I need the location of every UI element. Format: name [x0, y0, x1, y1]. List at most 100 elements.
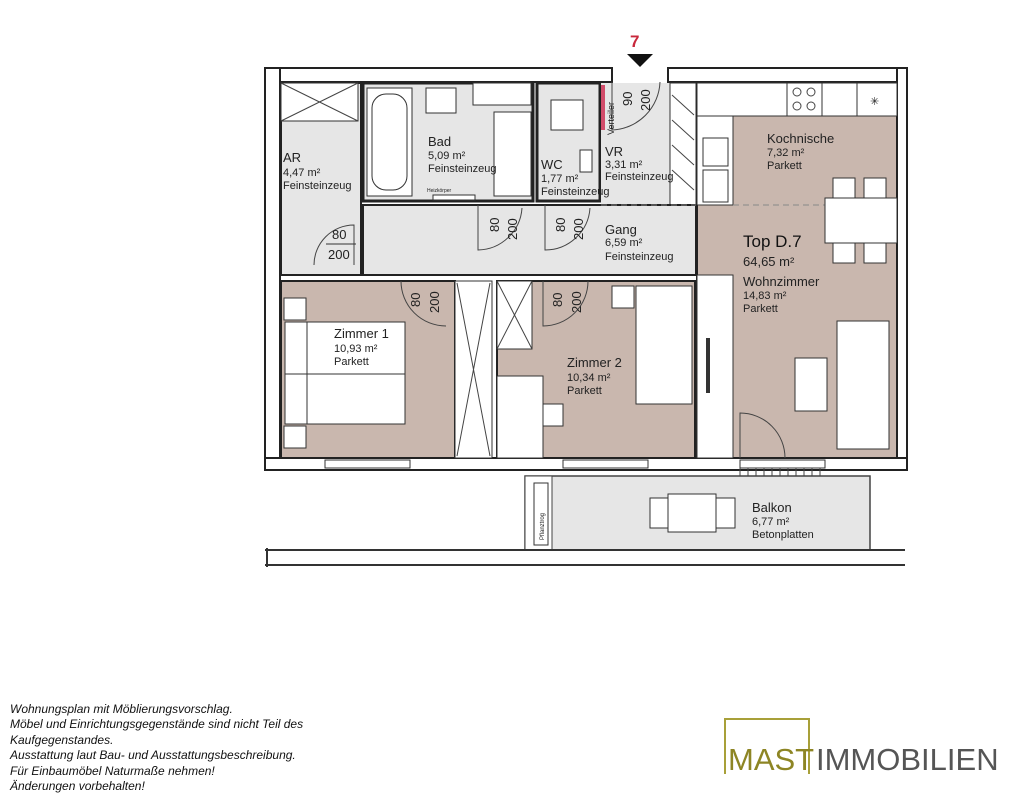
balcony-table: [667, 493, 717, 533]
svg-text:Wohnzimmer: Wohnzimmer: [743, 274, 820, 289]
door-entry: [611, 81, 661, 131]
distribution-box: [601, 85, 605, 130]
note-line: Wohnungsplan mit Möblierungsvorschlag.: [10, 702, 233, 716]
door-ar-height: 200: [328, 247, 350, 262]
heater-label: Heizkörper: [427, 188, 452, 194]
washer: [493, 111, 532, 197]
svg-text:Feinsteinzeug: Feinsteinzeug: [541, 186, 610, 198]
disclaimer-notes: Wohnungsplan mit Möblierungsvorschlag. M…: [10, 702, 303, 794]
svg-text:Parkett: Parkett: [767, 160, 802, 172]
dishwasher: [702, 169, 729, 203]
entrance-number: 7: [630, 32, 639, 51]
label-wohnzimmer: Wohnzimmer 14,83 m² Parkett: [743, 274, 820, 315]
svg-text:4,47 m²: 4,47 m²: [283, 167, 321, 179]
svg-text:Gang: Gang: [605, 222, 637, 237]
svg-text:Feinsteinzeug: Feinsteinzeug: [605, 171, 674, 183]
svg-text:Kochnische: Kochnische: [767, 131, 834, 146]
balcony-chair: [714, 497, 736, 529]
wardrobe-living: [696, 274, 734, 459]
svg-text:Zimmer 1: Zimmer 1: [334, 326, 389, 341]
wardrobe-zimmer1: [454, 280, 493, 459]
toilet: [550, 99, 584, 131]
label-balkon: Balkon 6,77 m² Betonplatten: [752, 500, 814, 541]
fridge-icon: ✳: [870, 96, 879, 108]
note-line: Für Einbaumöbel Naturmaße nehmen!: [10, 763, 215, 778]
svg-text:Zimmer 2: Zimmer 2: [567, 355, 622, 370]
nightstand: [283, 297, 307, 321]
wall-top-left: [264, 67, 613, 83]
door-wc-width: 80: [553, 218, 568, 232]
heater: [432, 194, 476, 201]
door-zimmer2: [542, 280, 589, 327]
planter-label: Pflanztrog: [540, 513, 546, 540]
label-ar: AR 4,47 m² Feinsteinzeug: [283, 150, 352, 192]
label-zimmer2: Zimmer 2 10,34 m² Parkett: [567, 355, 622, 397]
door-entry-width: 90: [620, 92, 635, 106]
svg-text:WC: WC: [541, 157, 563, 172]
svg-text:7,32 m²: 7,32 m²: [767, 147, 805, 159]
room-gang: [362, 204, 697, 276]
door-ar-width: 80: [332, 227, 346, 242]
svg-text:Bad: Bad: [428, 134, 451, 149]
svg-text:Feinsteinzeug: Feinsteinzeug: [283, 180, 352, 192]
logo-immobilien: IMMOBILIEN: [816, 742, 999, 777]
svg-text:6,77 m²: 6,77 m²: [752, 516, 790, 528]
chair: [863, 177, 887, 199]
label-wc: WC 1,77 m² Feinsteinzeug: [541, 157, 610, 198]
wardrobe-vr: [669, 82, 697, 206]
door-zimmer2-height: 200: [569, 291, 584, 313]
door-zimmer2-width: 80: [550, 293, 565, 307]
wall-top-right: [667, 67, 906, 83]
desk: [496, 375, 544, 459]
window-zimmer2: [562, 459, 649, 469]
label-zimmer1: Zimmer 1 10,93 m² Parkett: [334, 326, 389, 368]
dining-table: [824, 197, 898, 244]
coffee-table: [794, 357, 828, 412]
logo-mast: MAST: [728, 742, 815, 777]
apartment-name: Top D.7: [743, 232, 802, 251]
door-entry-height: 200: [638, 89, 653, 111]
door-bad: [477, 205, 523, 251]
distribution-box-label: Verteiler: [606, 102, 616, 135]
balcony-door: [739, 459, 826, 469]
balcony-chair: [649, 497, 671, 529]
door-bad-width: 80: [487, 218, 502, 232]
svg-text:Parkett: Parkett: [567, 385, 602, 397]
door-ar: [313, 224, 355, 266]
svg-text:AR: AR: [283, 150, 301, 165]
svg-text:Balkon: Balkon: [752, 500, 792, 515]
note-line: Möbel und Einrichtungsgegenstände sind n…: [10, 717, 304, 732]
nightstand: [283, 425, 307, 449]
wall-right: [896, 67, 908, 469]
note-line: Änderungen vorbehalten!: [10, 779, 145, 794]
washbasin: [425, 87, 457, 114]
door-wc-height: 200: [571, 218, 586, 240]
bad-cabinet: [472, 82, 532, 106]
note-line: Kaufgegenstandes.: [10, 732, 114, 747]
label-vr: VR 3,31 m² Feinsteinzeug: [605, 144, 674, 183]
svg-text:Feinsteinzeug: Feinsteinzeug: [428, 163, 497, 175]
svg-text:5,09 m²: 5,09 m²: [428, 150, 466, 162]
svg-text:Parkett: Parkett: [334, 356, 369, 368]
door-zimmer1-height: 200: [427, 291, 442, 313]
note-line: Ausstattung laut Bau- und Ausstattungsbe…: [10, 748, 296, 763]
stove: [786, 82, 823, 117]
svg-text:Betonplatten: Betonplatten: [752, 529, 814, 541]
chair: [863, 242, 887, 264]
label-apartment: Top D.7 64,65 m²: [743, 232, 802, 269]
nightstand: [611, 285, 635, 309]
svg-text:10,34 m²: 10,34 m²: [567, 372, 611, 384]
sofa: [836, 320, 890, 450]
door-zimmer1: [400, 280, 447, 327]
svg-text:Parkett: Parkett: [743, 303, 778, 315]
apartment-area: 64,65 m²: [743, 254, 795, 269]
label-kochnische: Kochnische 7,32 m² Parkett: [767, 131, 834, 172]
wall-left: [264, 67, 281, 469]
single-bed: [635, 285, 693, 405]
svg-text:Feinsteinzeug: Feinsteinzeug: [605, 251, 674, 263]
svg-text:3,31 m²: 3,31 m²: [605, 159, 643, 171]
svg-text:VR: VR: [605, 144, 623, 159]
door-wc: [544, 205, 591, 251]
planter: [533, 482, 549, 546]
